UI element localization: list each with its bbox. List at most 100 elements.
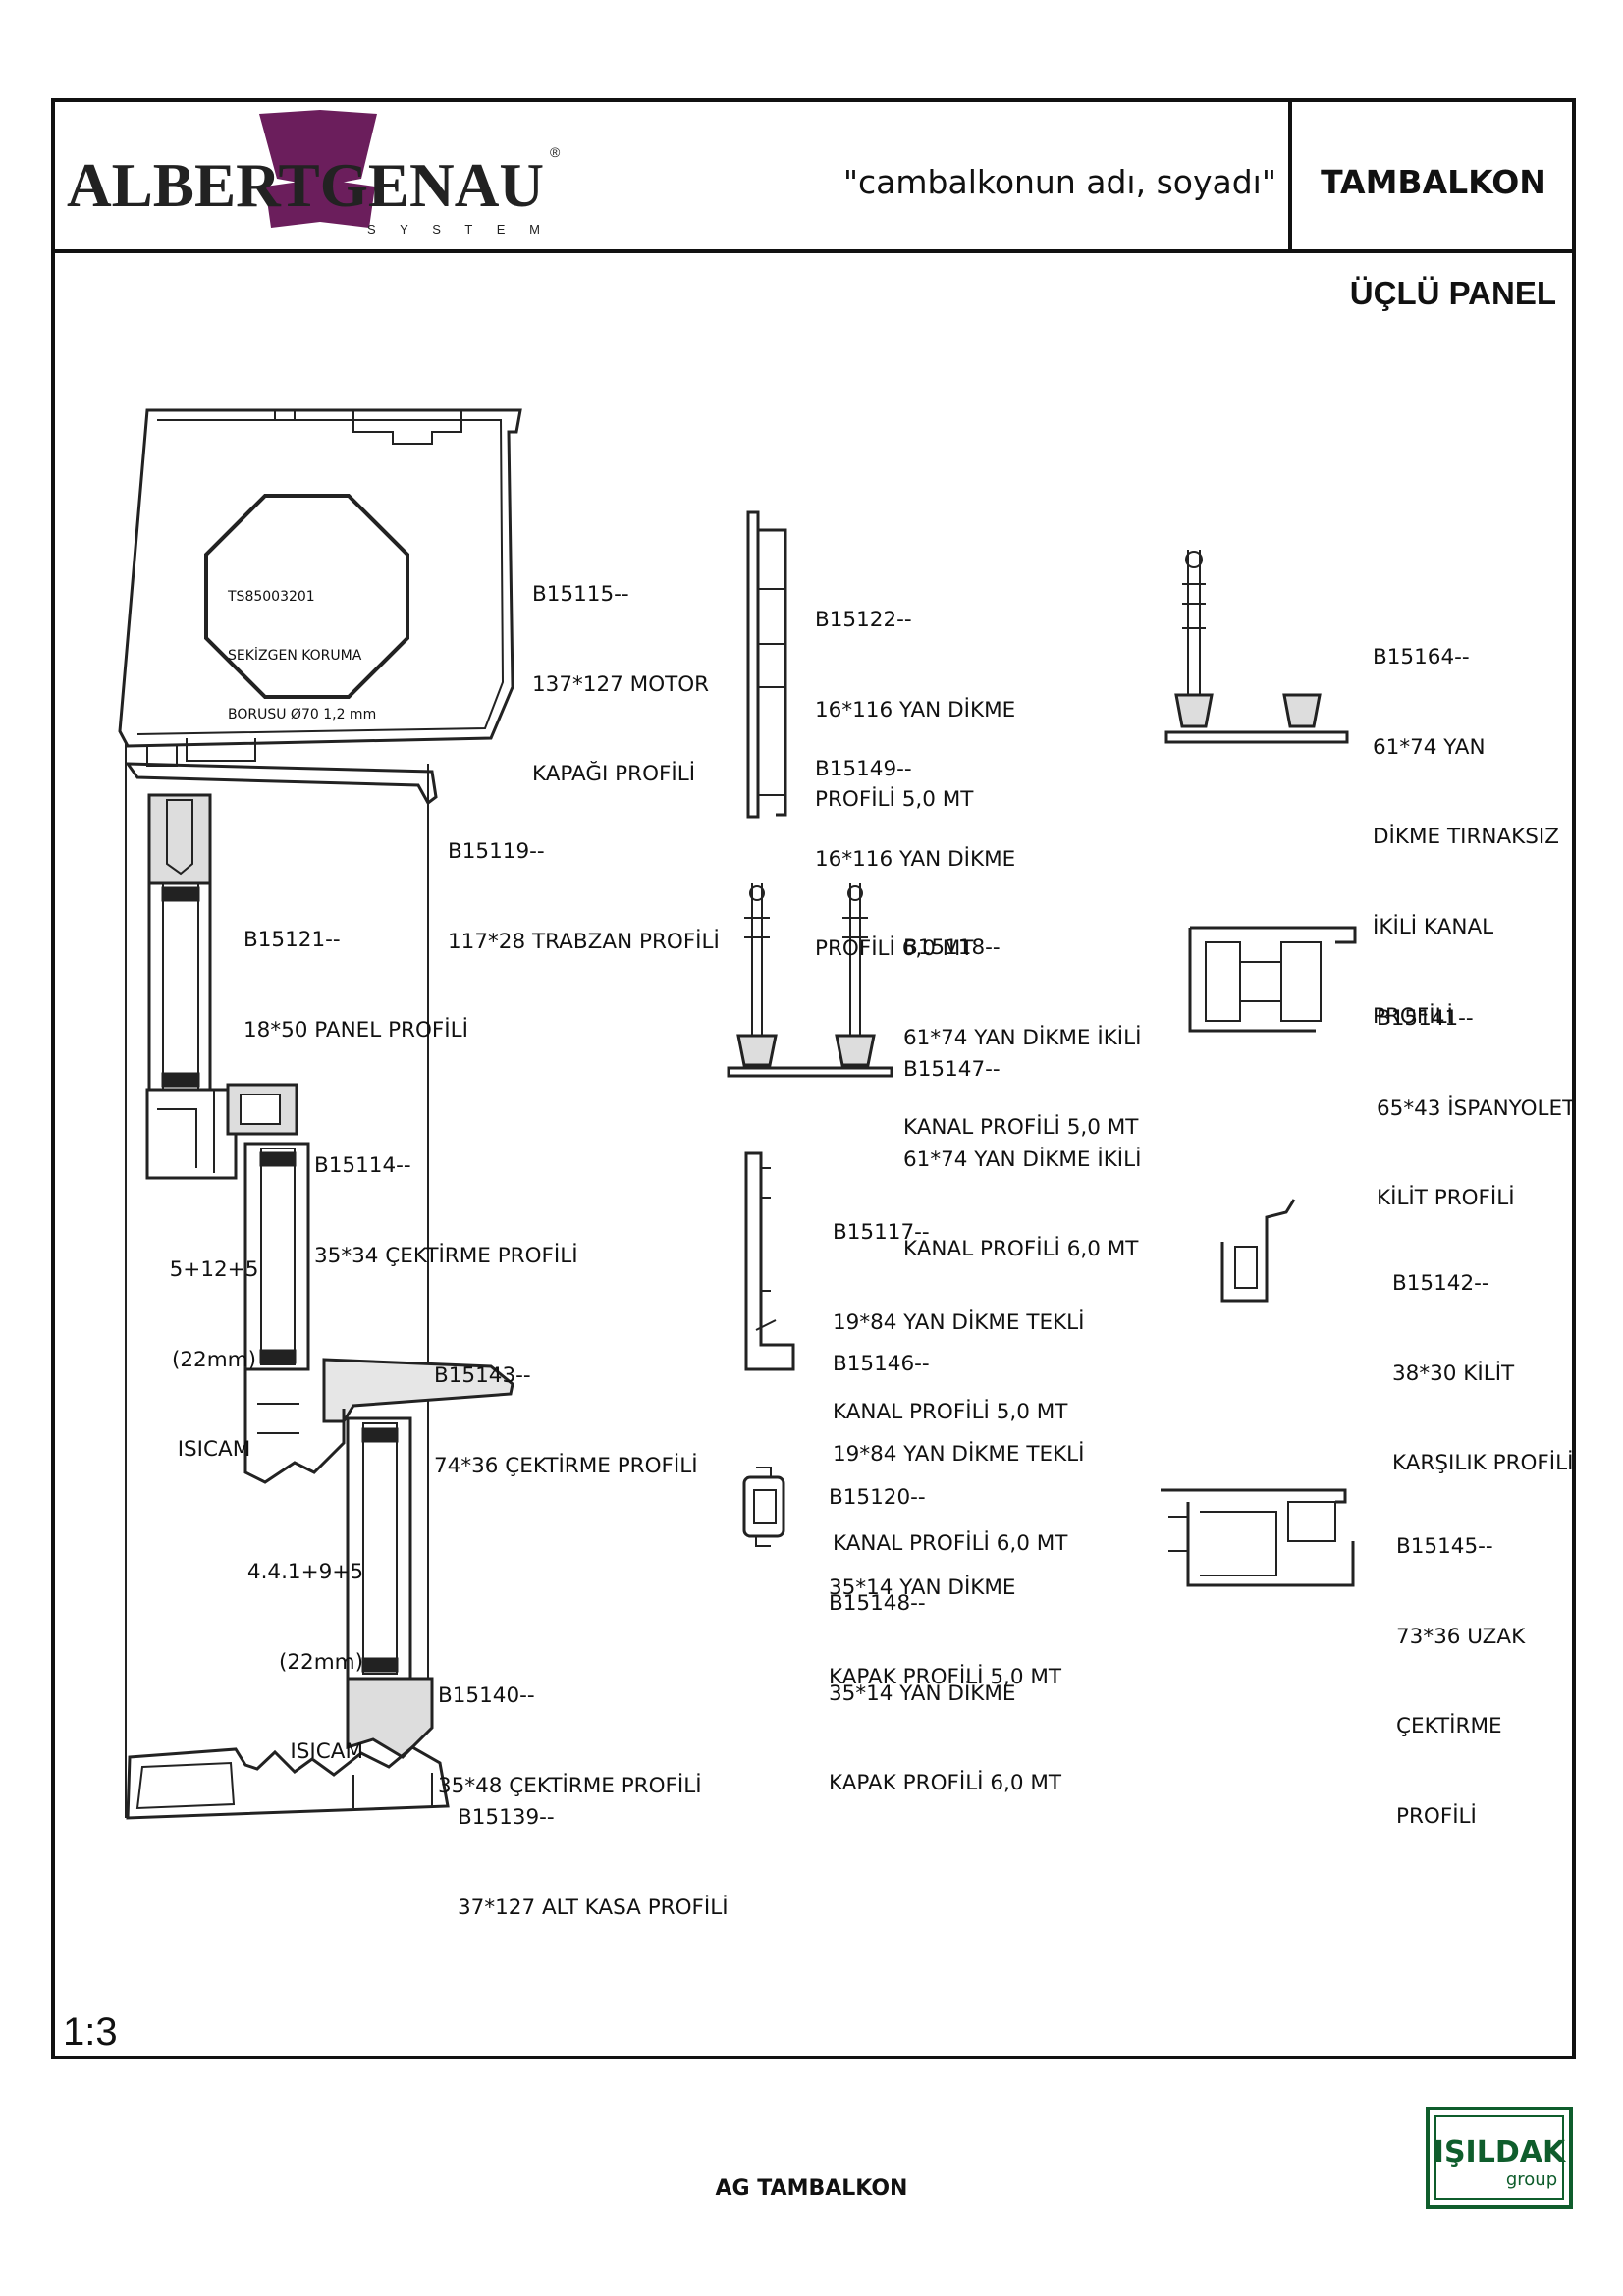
- yan-dikme-16x116-drawing: [746, 510, 787, 819]
- footer-title: AG TAMBALKON: [715, 2176, 908, 2201]
- profile-label-line: 16*116 YAN DİKME: [815, 846, 1016, 872]
- profile-label-line: İKİLİ KANAL: [1373, 914, 1494, 939]
- uzak-cektirme-drawing: [1161, 1488, 1355, 1587]
- profile-label-line: 18*50 PANEL PROFİLİ: [243, 1017, 468, 1042]
- profile-label-b15145: B15145-- 73*36 UZAK ÇEKTİRME PROFİLİ: [1396, 1472, 1525, 1862]
- profile-label-line: B15142--: [1392, 1271, 1489, 1296]
- profile-label-line: 117*28 TRABZAN PROFİLİ: [448, 929, 720, 954]
- profile-label-b15140: B15140-- 35*48 ÇEKTİRME PROFİLİ: [438, 1622, 702, 1832]
- profile-label-line: B15143--: [434, 1363, 531, 1388]
- profile-label-line: B15146--: [833, 1352, 930, 1376]
- glass-label-1: 5+12+5 (22mm) ISICAM: [155, 1196, 273, 1495]
- profile-label-line: 74*36 ÇEKTİRME PROFİLİ: [434, 1453, 698, 1478]
- profile-label-line: B15115--: [532, 582, 629, 607]
- glass-label-line: ISICAM: [177, 1437, 251, 1462]
- profile-label-b15121: B15121-- 18*50 PANEL PROFİLİ: [243, 866, 468, 1076]
- profile-label-line: B15148--: [829, 1591, 926, 1616]
- profile-label-line: 37*127 ALT KASA PROFİLİ: [458, 1895, 729, 1920]
- profile-label-line: 73*36 UZAK: [1396, 1624, 1526, 1649]
- profile-label-line: B15119--: [448, 839, 545, 864]
- profile-label-line: B15118--: [903, 935, 1001, 960]
- logo-wordmark: ALBERTGENAU: [67, 150, 544, 220]
- profile-label-b15120: B15120-- 35*14 YAN DİKME KAPAK PROFİLİ 5…: [829, 1423, 1061, 1723]
- sheet-title: ÜÇLÜ PANEL: [1349, 275, 1556, 311]
- profile-label-line: KARŞILIK PROFİLİ: [1392, 1451, 1574, 1475]
- profile-label-line: PROFİLİ 5,0 MT: [815, 787, 974, 812]
- drawing-frame: [51, 98, 1576, 2059]
- profile-label-b15146: B15146-- 19*84 YAN DİKME TEKLİ KANAL PRO…: [833, 1290, 1085, 1589]
- profile-label-line: B15121--: [243, 928, 341, 952]
- cektirme-74-profile: [322, 1358, 514, 1423]
- customer-name: "cambalkonun adı, soyadı": [842, 163, 1276, 201]
- tirnaksiz-ikili-kanal-drawing: [1164, 550, 1349, 744]
- profile-label-line: B15117--: [833, 1220, 930, 1245]
- kilit-karsilik-drawing: [1220, 1199, 1296, 1303]
- profile-label-b15141: B15141-- 65*43 İSPANYOLET KİLİT PROFİLİ: [1377, 944, 1575, 1244]
- profile-label-line: B15140--: [438, 1683, 535, 1708]
- drawing-scale: 1:3: [63, 2010, 118, 2054]
- profile-label-b15118: B15118-- 61*74 YAN DİKME İKİLİ KANAL PRO…: [903, 874, 1141, 1173]
- profile-label-line: 16*116 YAN DİKME: [815, 697, 1016, 722]
- profile-label-b15142: B15142-- 38*30 KİLİT KARŞILIK PROFİLİ: [1392, 1209, 1573, 1509]
- profile-label-line: 61*74 YAN DİKME İKİLİ: [903, 1025, 1142, 1050]
- profile-label-b15164: B15164-- 61*74 YAN DİKME TIRNAKSIZ İKİLİ…: [1373, 583, 1559, 1062]
- profile-label-line: KANAL PROFİLİ 5,0 MT: [833, 1400, 1068, 1424]
- profile-label-b15114: B15114-- 35*34 ÇEKTİRME PROFİLİ: [314, 1092, 578, 1302]
- octagon-tube: [204, 494, 409, 699]
- profile-label-line: 35*14 YAN DİKME: [829, 1575, 1016, 1600]
- albertgenau-logo: ALBERTGENAU ® S Y S T E M: [67, 110, 561, 237]
- profile-label-line: 19*84 YAN DİKME TEKLİ: [833, 1441, 1085, 1467]
- profile-label-b15115: B15115-- 137*127 MOTOR KAPAĞI PROFİLİ: [532, 520, 709, 820]
- glass-label-line: 4.4.1+9+5: [246, 1560, 363, 1584]
- isildak-sub: group: [1506, 2169, 1557, 2190]
- profile-label-line: KAPAK PROFİLİ 6,0 MT: [829, 1771, 1062, 1795]
- profile-label-line: 137*127 MOTOR: [532, 671, 710, 697]
- profile-label-line: B15139--: [458, 1805, 555, 1830]
- profile-label-line: PROFİLİ: [1373, 1004, 1453, 1029]
- glass-label-line: ISICAM: [290, 1739, 363, 1764]
- profile-label-line: KANAL PROFİLİ 6,0 MT: [903, 1237, 1139, 1261]
- profile-label-line: B15141--: [1377, 1006, 1474, 1031]
- profile-label-line: KANAL PROFİLİ 6,0 MT: [833, 1531, 1068, 1556]
- profile-label-line: PROFİLİ: [1396, 1803, 1477, 1829]
- note-line: SEKİZGEN KORUMA: [228, 648, 362, 664]
- panel-profile-top: [147, 793, 212, 885]
- profile-label-line: B15120--: [829, 1485, 926, 1510]
- profile-label-b15119: B15119-- 117*28 TRABZAN PROFİLİ: [448, 777, 720, 988]
- profile-label-line: KAPAĞI PROFİLİ: [532, 762, 696, 786]
- glass-label-line: 5+12+5: [169, 1257, 259, 1282]
- motor-box-note: TS85003201 SEKİZGEN KORUMA BORUSU Ø70 1,…: [228, 548, 376, 744]
- logo-registered-mark: ®: [550, 144, 561, 160]
- profile-label-line: 38*30 KİLİT: [1392, 1361, 1515, 1386]
- profile-label-line: B15114--: [314, 1153, 411, 1178]
- profile-label-line: 35*34 ÇEKTİRME PROFİLİ: [314, 1243, 578, 1268]
- profile-label-b15117: B15117-- 19*84 YAN DİKME TEKLİ KANAL PRO…: [833, 1158, 1085, 1458]
- motor-box-profile: [118, 408, 522, 748]
- profile-label-line: ÇEKTİRME: [1396, 1714, 1502, 1738]
- isildak-group-logo: IŞILDAK group: [1426, 2107, 1573, 2209]
- profile-label-b15147: B15147-- 61*74 YAN DİKME İKİLİ KANAL PRO…: [903, 995, 1141, 1295]
- profile-label-line: KANAL PROFİLİ 5,0 MT: [903, 1115, 1139, 1140]
- profile-label-line: KAPAK PROFİLİ 5,0 MT: [829, 1665, 1062, 1689]
- profile-label-line: 65*43 İSPANYOLET: [1377, 1095, 1576, 1121]
- profile-label-line: B15164--: [1373, 645, 1470, 669]
- profile-label-b15139: B15139-- 37*127 ALT KASA PROFİLİ: [458, 1743, 729, 1953]
- profile-label-b15149: B15149-- 16*116 YAN DİKME PROFİLİ 6,0 MT: [815, 695, 1015, 994]
- logo-cap-shape: [259, 110, 377, 187]
- glass-label-line: (22mm): [278, 1649, 363, 1675]
- profile-label-b15122: B15122-- 16*116 YAN DİKME PROFİLİ 5,0 MT: [815, 546, 1015, 845]
- glass-label-2: 4.4.1+9+5 (22mm) ISICAM: [236, 1498, 363, 1797]
- profile-label-line: B15122--: [815, 608, 912, 632]
- yan-dikme-kapak-drawing: [742, 1467, 785, 1547]
- profile-label-line: 61*74 YAN: [1373, 734, 1486, 760]
- header-divider-vertical: [1288, 98, 1292, 251]
- isildak-wordmark: IŞILDAK: [1434, 2135, 1567, 2169]
- profile-label-line: B15149--: [815, 757, 912, 781]
- glass-label-line: (22mm): [171, 1347, 257, 1372]
- profile-label-b15143: B15143-- 74*36 ÇEKTİRME PROFİLİ: [434, 1302, 698, 1512]
- profile-label-line: B15145--: [1396, 1534, 1493, 1559]
- note-line: BORUSU Ø70 1,2 mm: [228, 707, 377, 722]
- note-line: TS85003201: [228, 589, 315, 605]
- profile-label-line: 19*84 YAN DİKME TEKLİ: [833, 1309, 1085, 1335]
